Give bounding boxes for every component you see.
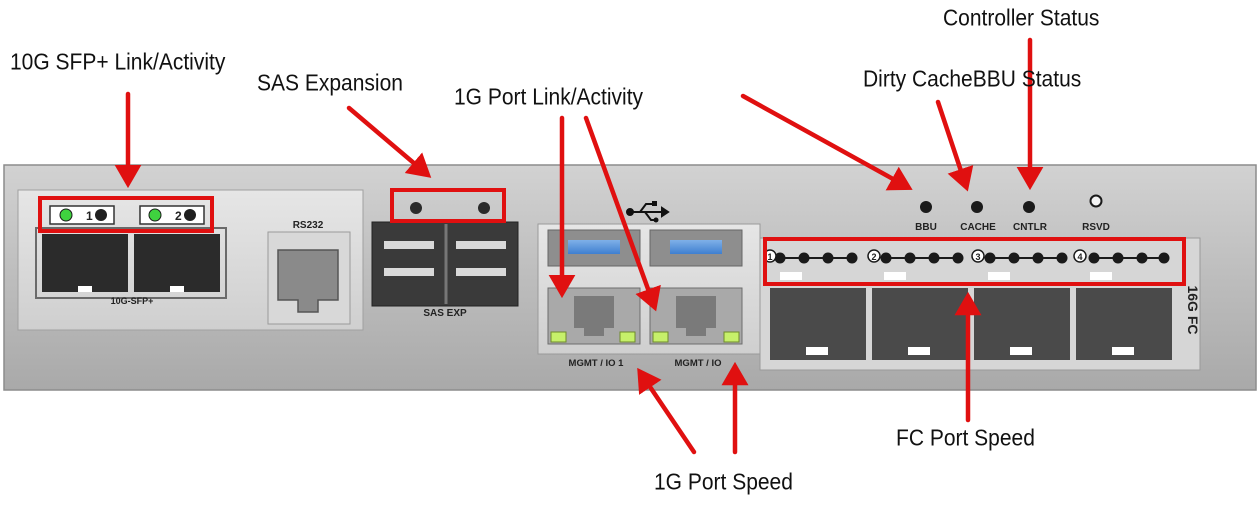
cache-led bbox=[971, 201, 983, 213]
arrow-bbu bbox=[740, 93, 913, 191]
sas-led-2 bbox=[478, 202, 490, 214]
sfp-led-activity-2 bbox=[184, 209, 196, 221]
sfp-group-label: 10G-SFP+ bbox=[111, 296, 154, 306]
arrow-sas-expansion bbox=[346, 105, 432, 178]
cntlr-label: CNTLR bbox=[1013, 222, 1048, 233]
fc-port-1-label: 1 bbox=[767, 252, 772, 262]
sfp-port-1[interactable] bbox=[42, 234, 128, 292]
port1-link-led bbox=[550, 331, 567, 343]
callout-1g-port-link-activity: 1G Port Link/Activity bbox=[454, 85, 644, 110]
sfp-led-link-2 bbox=[148, 208, 162, 222]
port2-link-led bbox=[652, 331, 669, 343]
port2-speed-led bbox=[723, 331, 740, 343]
callout-1g-port-speed: 1G Port Speed bbox=[654, 470, 793, 495]
fc-leds bbox=[774, 252, 1170, 264]
sfp-port-2-label: 2 bbox=[175, 209, 182, 223]
cache-label: CACHE bbox=[960, 222, 996, 233]
sas-led-1 bbox=[410, 202, 422, 214]
callout-controller-status: Controller Status bbox=[943, 6, 1100, 31]
usb-port-2[interactable] bbox=[670, 240, 722, 254]
sas-pins bbox=[384, 241, 506, 276]
sfp-port-2[interactable] bbox=[134, 234, 220, 292]
usb-port-1[interactable] bbox=[568, 240, 620, 254]
rs232-port[interactable] bbox=[277, 249, 339, 313]
sas-exp-label: SAS EXP bbox=[423, 308, 467, 319]
cntlr-led bbox=[1023, 201, 1035, 213]
rsvd-led bbox=[1089, 194, 1103, 208]
callout-dirty-cache-bbu-status: Dirty CacheBBU Status bbox=[863, 67, 1082, 92]
rsvd-label: RSVD bbox=[1082, 222, 1110, 233]
fc-port-4-label: 4 bbox=[1077, 252, 1082, 262]
callout-fc-port-speed: FC Port Speed bbox=[896, 426, 1035, 451]
sas-led-highlight bbox=[390, 188, 506, 223]
bbu-led bbox=[920, 201, 932, 213]
sfp-port-1-label: 1 bbox=[86, 209, 93, 223]
fc-port-3-label: 3 bbox=[975, 252, 980, 262]
bbu-label: BBU bbox=[915, 222, 937, 233]
arrow-port-link-2 bbox=[583, 115, 661, 312]
fc-port-2-label: 2 bbox=[871, 252, 876, 262]
sfp-led-link-1 bbox=[59, 208, 73, 222]
arrow-port-speed-1 bbox=[637, 367, 697, 455]
mgmt-io1-label: MGMT / IO 1 bbox=[569, 358, 625, 369]
sfp-led-highlight bbox=[38, 196, 214, 233]
sfp-led-activity-1 bbox=[95, 209, 107, 221]
callout-sfp-link-activity: 10G SFP+ Link/Activity bbox=[10, 50, 226, 75]
mgmt-io-label: MGMT / IO bbox=[675, 358, 722, 369]
rs232-label: RS232 bbox=[293, 220, 324, 231]
usb-icon bbox=[626, 201, 670, 223]
arrow-cache bbox=[935, 99, 974, 192]
fc-led-highlight bbox=[763, 237, 1186, 286]
port1-speed-led bbox=[619, 331, 636, 343]
fc-group-label: 16G FC bbox=[1185, 285, 1201, 334]
callout-sas-expansion: SAS Expansion bbox=[257, 71, 403, 96]
